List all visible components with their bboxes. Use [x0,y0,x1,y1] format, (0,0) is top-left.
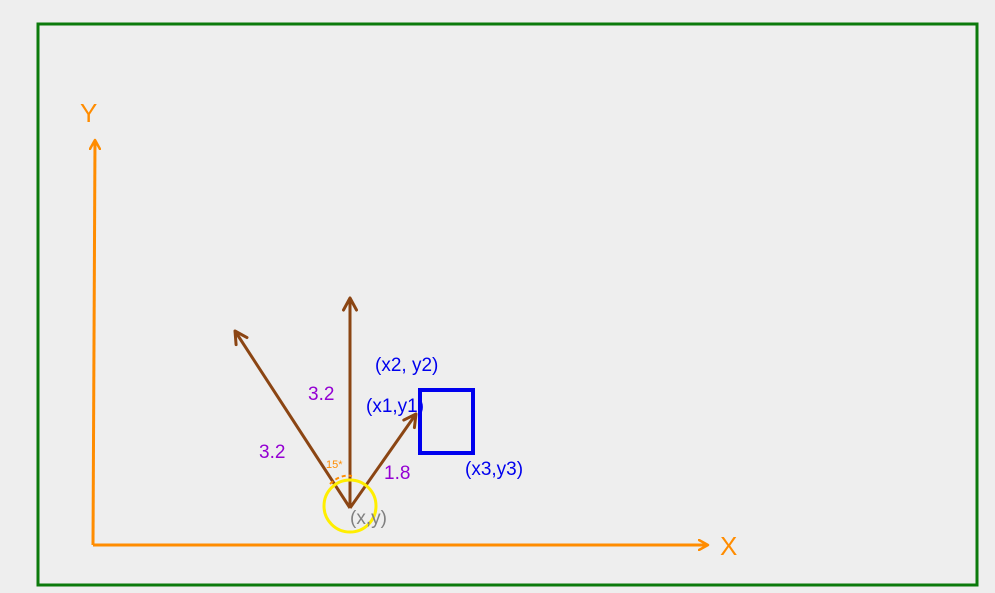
angle-arc [329,474,353,485]
y-axis [93,140,95,546]
magnitude-label-vertical: 3.2 [308,384,334,405]
x-axis-label: X [720,531,737,561]
origin-circle [322,478,378,534]
frame-border [36,22,979,587]
magnitude-label-left: 3.2 [259,442,285,463]
origin-label: (x,y) [350,508,387,529]
vector-short-right [348,412,418,509]
vector-left [233,329,352,509]
y-axis-label: Y [80,98,97,128]
target-box [418,388,475,455]
angle-label: 15* [326,459,343,471]
point-label-x1-y1: (x1,y1) [366,396,424,417]
point-label-x3-y3: (x3,y3) [465,459,523,480]
point-label-x2-y2: (x2, y2) [375,355,438,376]
magnitude-label-short-right: 1.8 [384,463,410,484]
